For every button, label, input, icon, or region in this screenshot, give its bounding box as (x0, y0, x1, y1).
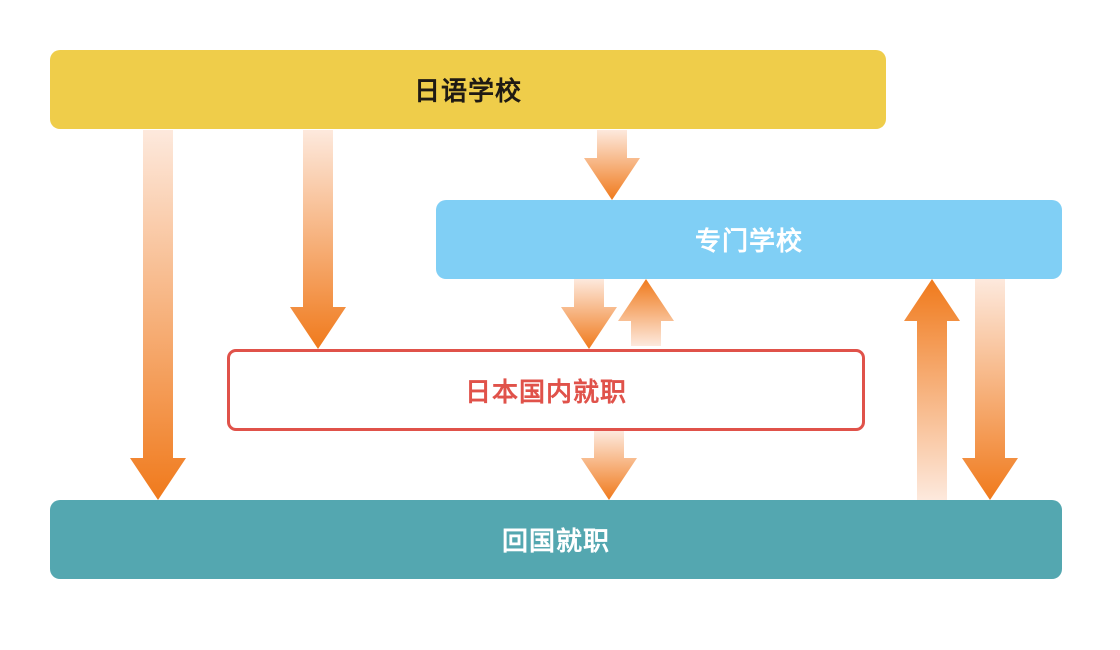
arrow-japanese-school-to-vocational-school (584, 130, 640, 200)
japan-employment-box: 日本国内就职 (227, 349, 865, 431)
vocational-school-box: 专门学校 (436, 200, 1062, 279)
arrow-japanese-school-to-japan-employment (290, 130, 346, 349)
vocational-school-label: 专门学校 (694, 227, 803, 257)
return-employment-label: 回国就职 (501, 527, 610, 557)
arrow-vocational-school-to-japan-employment (561, 279, 617, 349)
japanese-school-label: 日语学校 (413, 77, 522, 107)
arrow-vocational-school-to-return-employment (962, 279, 1018, 500)
arrow-japan-employment-to-vocational-school (618, 279, 674, 346)
arrow-return-employment-to-vocational-school (904, 279, 960, 500)
arrow-japanese-school-to-return-employment (130, 130, 186, 500)
japanese-school-box: 日语学校 (50, 50, 886, 129)
japan-employment-label: 日本国内就职 (464, 377, 627, 408)
return-employment-box: 回国就职 (50, 500, 1062, 579)
arrow-japan-employment-to-return-employment (581, 431, 637, 500)
